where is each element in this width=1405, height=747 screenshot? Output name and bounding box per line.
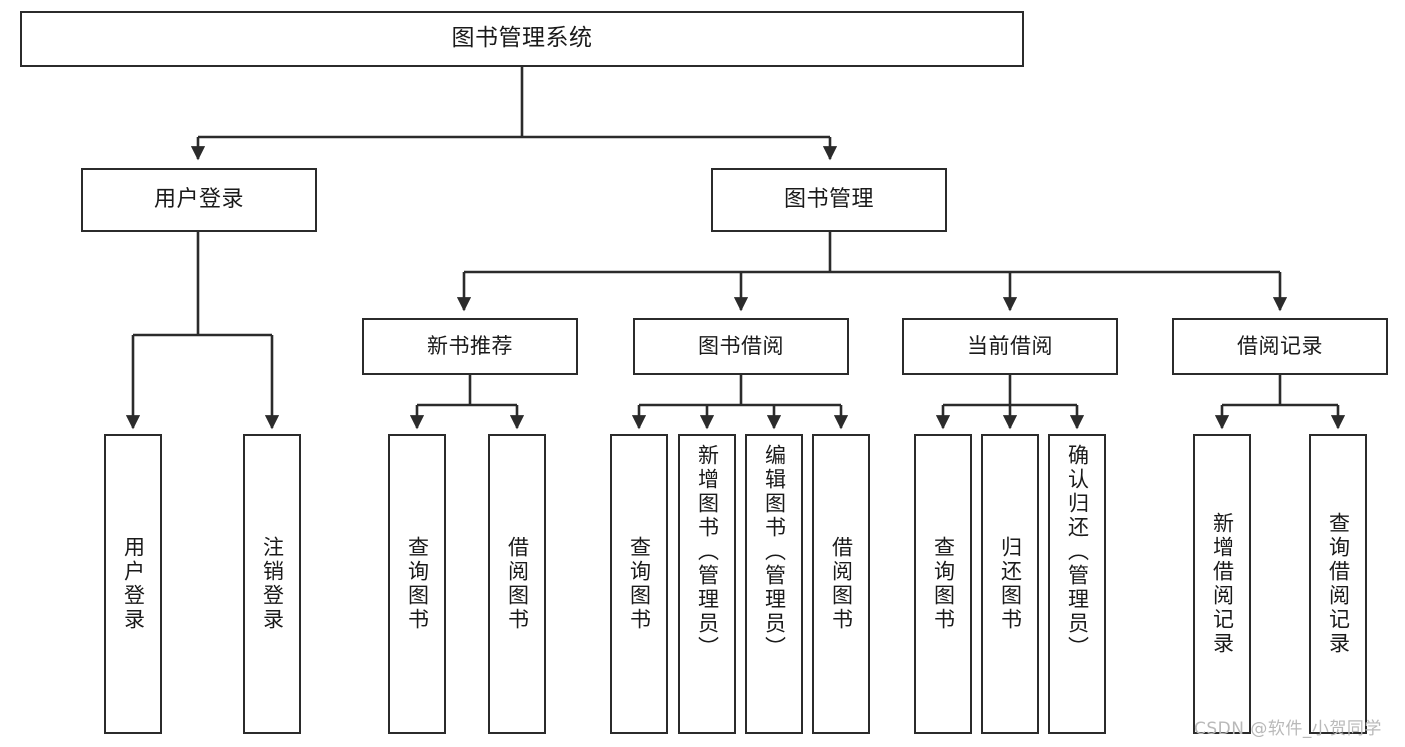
node-root-label: 图书管理系统 <box>451 25 593 52</box>
node-leaf-return-book[interactable]: 归还图书 <box>981 434 1039 734</box>
node-current-borrow[interactable]: 当前借阅 <box>902 318 1118 375</box>
node-book-borrow-label: 图书借阅 <box>698 333 784 358</box>
node-leaf-query-book-3[interactable]: 查询图书 <box>914 434 972 734</box>
node-leaf-add-record[interactable]: 新增借阅记录 <box>1193 434 1251 734</box>
node-leaf-query-book-2-label: 查询图书 <box>627 536 652 632</box>
node-book-manage-label: 图书管理 <box>783 186 874 212</box>
node-leaf-query-book-2[interactable]: 查询图书 <box>610 434 668 734</box>
node-new-book-rec-label: 新书推荐 <box>427 333 513 358</box>
node-leaf-query-record-label: 查询借阅记录 <box>1326 512 1351 656</box>
node-leaf-borrow-book-2[interactable]: 借阅图书 <box>812 434 870 734</box>
node-leaf-add-book-label: 新增图书（管理员） <box>695 444 720 660</box>
node-leaf-confirm-return-label: 确认归还（管理员） <box>1065 444 1090 660</box>
node-root[interactable]: 图书管理系统 <box>20 11 1024 67</box>
node-leaf-borrow-book-1[interactable]: 借阅图书 <box>488 434 546 734</box>
node-leaf-query-book-3-label: 查询图书 <box>931 536 956 632</box>
node-leaf-query-book-1[interactable]: 查询图书 <box>388 434 446 734</box>
node-leaf-query-record[interactable]: 查询借阅记录 <box>1309 434 1367 734</box>
node-leaf-add-record-label: 新增借阅记录 <box>1210 512 1235 656</box>
node-user-login[interactable]: 用户登录 <box>81 168 317 232</box>
node-leaf-user-logout-label: 注销登录 <box>260 536 285 632</box>
node-leaf-borrow-book-2-label: 借阅图书 <box>829 536 854 632</box>
node-leaf-user-logout[interactable]: 注销登录 <box>243 434 301 734</box>
csdn-watermark: CSDN @软件_小贺同学 <box>1194 719 1382 739</box>
node-leaf-edit-book[interactable]: 编辑图书（管理员） <box>745 434 803 734</box>
node-leaf-edit-book-label: 编辑图书（管理员） <box>762 444 787 660</box>
node-book-manage[interactable]: 图书管理 <box>711 168 947 232</box>
node-user-login-label: 用户登录 <box>153 186 244 212</box>
node-borrow-record[interactable]: 借阅记录 <box>1172 318 1388 375</box>
node-leaf-borrow-book-1-label: 借阅图书 <box>505 536 530 632</box>
node-current-borrow-label: 当前借阅 <box>967 333 1053 358</box>
node-leaf-add-book[interactable]: 新增图书（管理员） <box>678 434 736 734</box>
node-leaf-confirm-return[interactable]: 确认归还（管理员） <box>1048 434 1106 734</box>
node-leaf-return-book-label: 归还图书 <box>998 536 1023 632</box>
node-leaf-user-login-label: 用户登录 <box>121 536 146 632</box>
node-leaf-query-book-1-label: 查询图书 <box>405 536 430 632</box>
node-borrow-record-label: 借阅记录 <box>1237 333 1323 358</box>
node-book-borrow[interactable]: 图书借阅 <box>633 318 849 375</box>
node-leaf-user-login[interactable]: 用户登录 <box>104 434 162 734</box>
node-new-book-rec[interactable]: 新书推荐 <box>362 318 578 375</box>
